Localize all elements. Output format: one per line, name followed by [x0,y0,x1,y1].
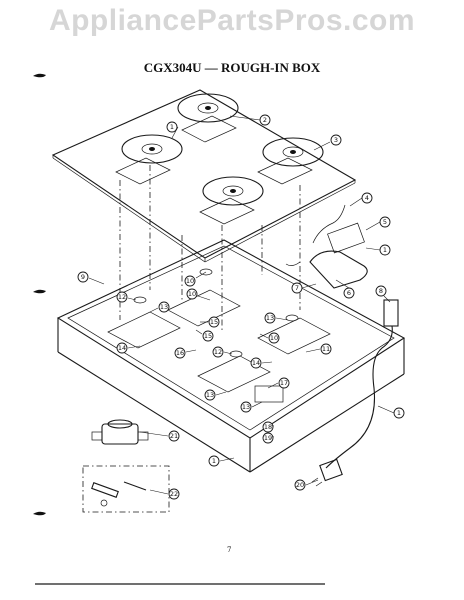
svg-text:6: 6 [347,289,351,297]
svg-text:12: 12 [214,348,222,356]
cooktop-plate [51,89,357,263]
svg-text:1: 1 [397,409,401,417]
svg-text:3: 3 [334,136,338,144]
svg-text:13: 13 [206,391,214,399]
svg-text:13: 13 [160,303,168,311]
svg-text:4: 4 [365,194,369,202]
pressure-regulator [91,419,149,445]
callouts: 1 2 3 4 5 1 6 7 8 [77,114,405,500]
svg-text:20: 20 [296,481,304,489]
alignment-lines [119,165,301,330]
svg-text:1: 1 [212,457,216,465]
power-cord [311,299,399,487]
svg-text:13: 13 [242,403,250,411]
svg-text:10: 10 [270,334,278,342]
hardware-kit [82,465,170,513]
svg-text:15: 15 [210,318,218,326]
svg-text:9: 9 [81,273,85,281]
svg-text:14: 14 [252,359,260,367]
svg-text:8: 8 [379,287,383,295]
punch-mark-top [33,73,46,78]
svg-text:1: 1 [170,123,174,131]
svg-text:21: 21 [170,432,178,440]
svg-text:15: 15 [204,332,212,340]
svg-text:13: 13 [266,314,274,322]
spark-module-assembly [285,204,368,289]
svg-text:18: 18 [264,423,272,431]
svg-text:19: 19 [264,434,272,442]
diagram-title: CGX304U — ROUGH-IN BOX [143,60,321,75]
svg-text:17: 17 [280,379,288,387]
punch-mark-bottom [33,511,46,516]
rough-in-box [56,239,406,473]
page-number: 7 [227,546,232,554]
punch-mark-middle [33,289,46,294]
svg-text:16: 16 [176,349,184,357]
svg-text:22: 22 [170,490,178,498]
svg-text:7: 7 [295,284,299,292]
burner-rings [121,93,324,206]
watermark: AppliancePartsPros.com [48,4,416,37]
svg-text:10: 10 [186,277,194,285]
svg-text:2: 2 [263,116,267,124]
svg-text:14: 14 [118,344,126,352]
svg-text:5: 5 [383,218,387,226]
svg-text:10: 10 [188,290,196,298]
svg-text:1: 1 [383,246,387,254]
svg-text:11: 11 [322,345,330,353]
svg-text:12: 12 [118,293,126,301]
